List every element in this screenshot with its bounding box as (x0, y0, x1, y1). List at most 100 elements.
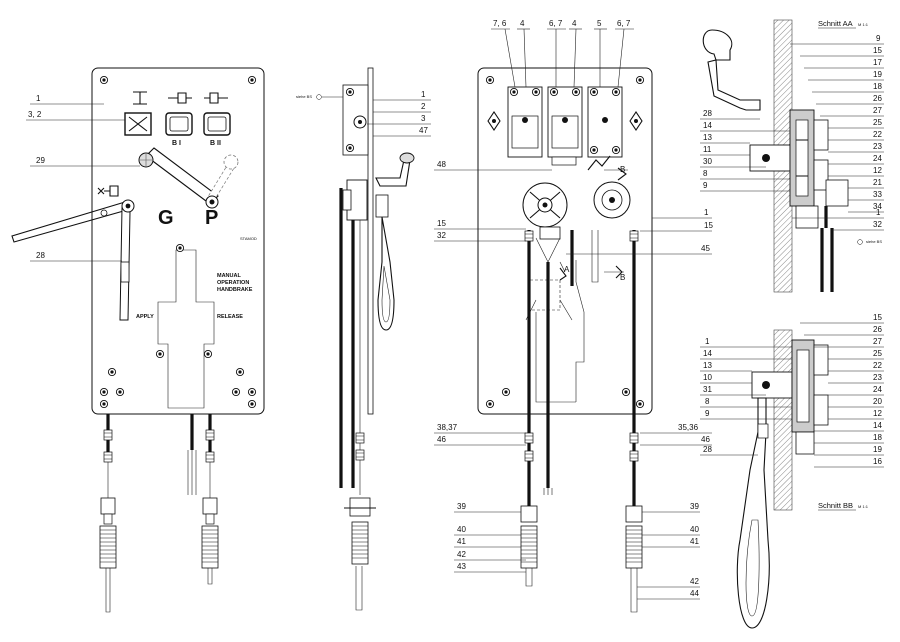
aa-right-label-17: 17 (873, 58, 882, 67)
aa-right-labels: 9 15 17 19 18 26 27 25 22 23 24 12 21 (790, 34, 884, 231)
aa-left-label-9: 9 (703, 181, 708, 190)
gp-lever[interactable] (138, 147, 239, 209)
side-plate (367, 67, 374, 415)
rear-label-41-right: 41 (690, 537, 699, 546)
aa-right-label-32: 32 (873, 220, 882, 229)
bb-right-label-12: 12 (873, 409, 882, 418)
bb-right-label-14: 14 (873, 421, 882, 430)
bb-right-label-27: 27 (873, 337, 882, 346)
aa-left-label-13: 13 (703, 133, 712, 142)
aa-right-label-22: 22 (873, 130, 882, 139)
section-marker-b-bottom: B (620, 273, 625, 282)
rear-label-38-37: 38,37 (437, 423, 458, 432)
see-bs-marker (316, 94, 322, 100)
bb-scale: M 1:1 (858, 504, 869, 509)
rear-label-46-left: 46 (437, 435, 446, 444)
rear-top-blocks (487, 86, 643, 158)
bb-left-label-1: 1 (705, 337, 710, 346)
side-label-2: 2 (421, 102, 426, 111)
bb-right-label-15: 15 (873, 313, 882, 322)
aa-right-label-21: 21 (873, 178, 882, 187)
manual-line-2: OPERATION (217, 280, 249, 286)
aa-right-label-12: 12 (873, 166, 882, 175)
rear-label-44: 44 (690, 589, 699, 598)
rear-label-39-left: 39 (457, 502, 466, 511)
label-29: 29 (36, 156, 45, 165)
side-label-1: 1 (421, 90, 426, 99)
bb-wall (773, 329, 793, 511)
rear-label-1-right: 1 (704, 208, 709, 217)
handbrake-lever[interactable] (11, 199, 135, 321)
front-cables (99, 414, 219, 613)
bb-left-label-10: 10 (703, 373, 712, 382)
bb-right-label-22: 22 (873, 361, 882, 370)
aa-right-label-23: 23 (873, 142, 882, 151)
section-bb: Schnitt BB M 1:1 1 14 13 10 31 8 9 28 15… (700, 313, 884, 629)
aa-left-label-11: 11 (703, 145, 712, 154)
bb-left-label-9: 9 (705, 409, 710, 418)
bb-right-label-18: 18 (873, 433, 882, 442)
release-label: RELEASE (217, 314, 243, 320)
aa-right-label-26: 26 (873, 94, 882, 103)
aa-right-label-27: 27 (873, 106, 882, 115)
manual-line-3: HANDBRAKE (217, 287, 253, 293)
side-lever (375, 152, 415, 331)
stamp-text: STAMOD (240, 236, 257, 241)
bb-left-label-8: 8 (705, 397, 710, 406)
aa-right-label-18: 18 (873, 82, 882, 91)
aa-left-label-8: 8 (703, 169, 708, 178)
bb-right-label-25: 25 (873, 349, 882, 358)
aa-left-label-30: 30 (703, 157, 712, 166)
rear-label-48: 48 (437, 160, 446, 169)
bb-left-label-28: 28 (703, 445, 712, 454)
rear-top-label-6: 6, 7 (617, 19, 631, 28)
rear-label-42-left: 42 (457, 550, 466, 559)
bb-right-label-24: 24 (873, 385, 882, 394)
rear-top-label-3: 6, 7 (549, 19, 563, 28)
rear-label-40-left: 40 (457, 525, 466, 534)
bb-left-label-31: 31 (703, 385, 712, 394)
bb-right-label-26: 26 (873, 325, 882, 334)
rear-label-43: 43 (457, 562, 466, 571)
rear-label-35-36: 35,36 (678, 423, 699, 432)
front-plate (91, 67, 265, 415)
g-label: G (158, 207, 174, 229)
bb-left-label-14: 14 (703, 349, 712, 358)
side-label-47: 47 (419, 126, 428, 135)
rear-top-label-4: 4 (572, 19, 577, 28)
bb-left-label-13: 13 (703, 361, 712, 370)
bb-right-labels: 15 26 27 25 22 23 24 20 12 14 18 19 16 (800, 313, 884, 468)
aa-right-label-19: 19 (873, 70, 882, 79)
rear-view: 7, 6 4 6, 7 4 5 6, 7 48 15 32 38,37 46 3… (434, 19, 713, 613)
bb-title: Schnitt BB (818, 501, 853, 510)
rear-label-39-right: 39 (690, 502, 699, 511)
side-note: siehe BS (296, 94, 312, 99)
aa-right-label-9: 9 (876, 34, 881, 43)
aa-left-label-28: 28 (703, 109, 712, 118)
rear-label-40-right: 40 (690, 525, 699, 534)
aa-see-bs-marker (857, 239, 863, 245)
aa-right-label-15: 15 (873, 46, 882, 55)
apply-label: APPLY (136, 314, 154, 320)
rear-top-labels: 7, 6 4 6, 7 4 5 6, 7 (491, 19, 634, 88)
front-view: B I B II G P STAMOD MANUAL (11, 67, 265, 613)
label-28: 28 (36, 251, 45, 260)
section-marker-b-top: B (620, 165, 625, 174)
side-view: siehe BS 1 2 3 47 (296, 67, 431, 611)
bb-right-label-16: 16 (873, 457, 882, 466)
aa-left-label-14: 14 (703, 121, 712, 130)
aa-right-label-1: 1 (876, 208, 881, 217)
rear-label-46-right: 46 (701, 435, 710, 444)
aa-right-label-25: 25 (873, 118, 882, 127)
aa-note: siehe BS (866, 239, 882, 244)
rear-label-15-right: 15 (704, 221, 713, 230)
bii-label: B II (210, 140, 221, 147)
aa-right-label-33: 33 (873, 190, 882, 199)
rear-cables (520, 230, 643, 613)
release-outline (157, 249, 215, 409)
side-label-3: 3 (421, 114, 426, 123)
label-3-2: 3, 2 (28, 110, 42, 119)
aa-title: Schnitt AA (818, 19, 853, 28)
rear-top-label-1: 7, 6 (493, 19, 507, 28)
